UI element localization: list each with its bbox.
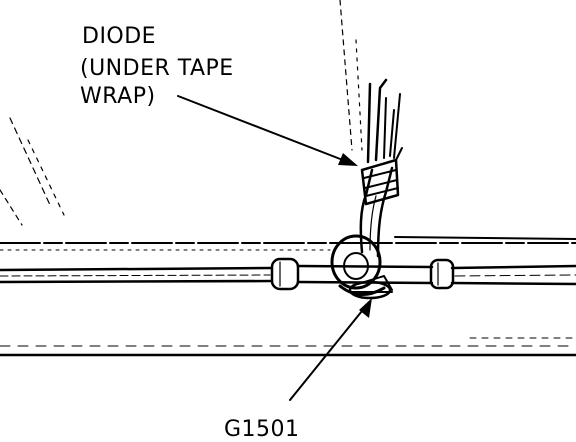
diode-label-line-2: (UNDER TAPE — [80, 56, 234, 81]
leader-arrows — [177, 95, 367, 401]
body-panel-lines — [0, 236, 576, 357]
ground-label: G1501 — [224, 417, 300, 442]
wiring-harness — [0, 257, 576, 291]
wire-bundle — [359, 78, 403, 258]
ground-terminal — [330, 234, 393, 300]
diode-leader-line — [177, 95, 349, 163]
background-lines — [0, 0, 363, 226]
ground-arrowhead — [359, 298, 372, 318]
diode-arrowhead — [338, 153, 358, 166]
diode-label-line-1: DIODE — [82, 24, 157, 49]
ground-leader-line — [289, 305, 367, 401]
diode-label-line-3: WRAP) — [80, 84, 156, 109]
